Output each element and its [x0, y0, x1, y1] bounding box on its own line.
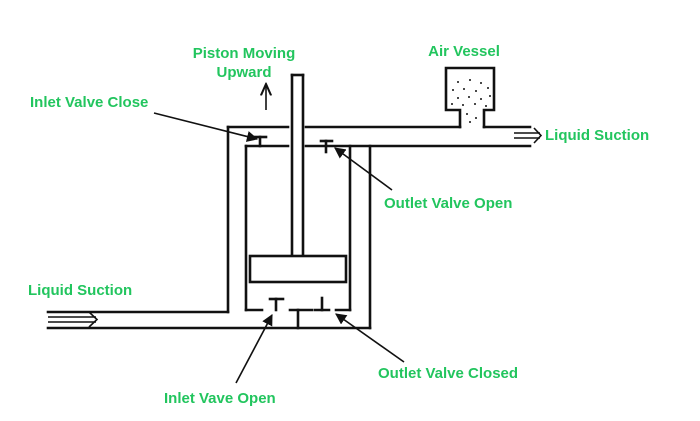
top-outlet-valve [319, 139, 334, 154]
discharge-flow-arrow [514, 127, 543, 144]
label-inlet-vave-open: Inlet Vave Open [164, 390, 276, 407]
bottom-outlet-valve [313, 296, 331, 312]
piston-rod [290, 73, 305, 258]
air-vessel [444, 66, 496, 129]
piston [248, 254, 348, 284]
pointer-inlet-valve-close [153, 112, 259, 142]
label-air-vessel: Air Vessel [428, 43, 500, 60]
pump-casing [226, 125, 532, 330]
pointer-inlet-vave-open [235, 314, 273, 384]
suction-flow-arrow [48, 311, 99, 328]
suction-pipe [46, 310, 372, 330]
bottom-inlet-valve [268, 297, 285, 312]
pointer-outlet-valve-closed [335, 313, 405, 363]
label-liquid-suction-left: Liquid Suction [28, 282, 132, 299]
pointer-outlet-valve-open [334, 147, 393, 191]
label-upward: Upward [216, 64, 271, 81]
label-outlet-valve-closed: Outlet Valve Closed [378, 365, 518, 382]
label-piston-moving: Piston Moving [193, 45, 296, 62]
air-vessel-dots [451, 79, 491, 123]
label-liquid-suction-right: Liquid Suction [545, 127, 649, 144]
label-outlet-valve-open: Outlet Valve Open [384, 195, 512, 212]
label-inlet-valve-close: Inlet Valve Close [30, 94, 148, 111]
cylinder [244, 144, 352, 312]
